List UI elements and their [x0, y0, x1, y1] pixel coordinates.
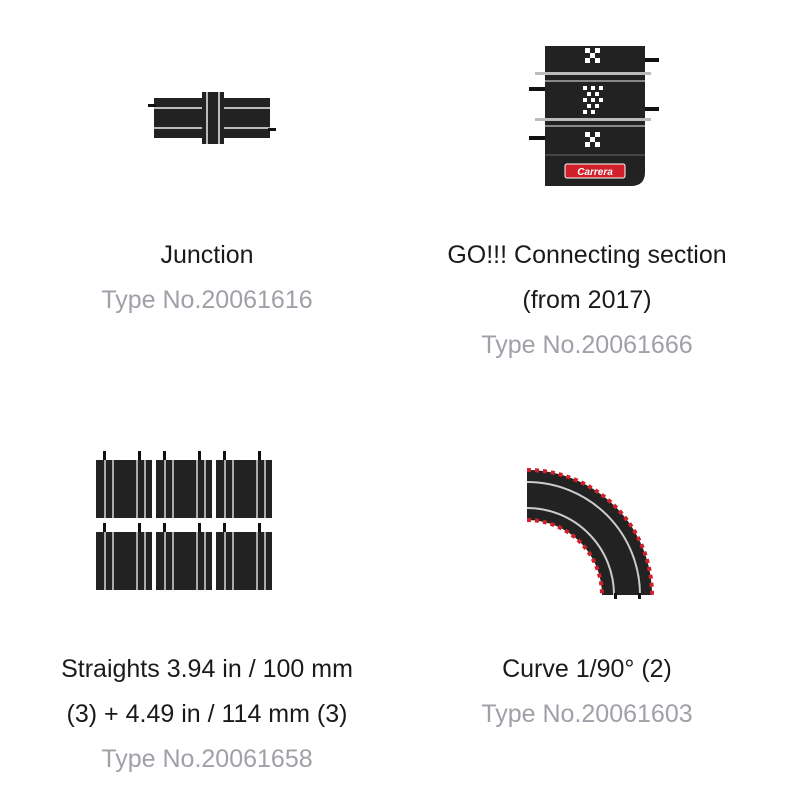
straight-track-piece: [96, 523, 152, 590]
junction-track-image[interactable]: [148, 92, 276, 144]
product-title: Junction: [160, 241, 254, 269]
curve-track-image[interactable]: [522, 465, 660, 600]
product-title: Curve 1/90° (2): [502, 655, 672, 683]
type-number: Type No.20061616: [101, 286, 313, 314]
straight-track-piece: [96, 451, 152, 518]
straight-track-piece: [156, 523, 212, 590]
product-title-line-2: (from 2017): [522, 286, 652, 314]
type-number: Type No.20061666: [481, 331, 693, 359]
straight-track-piece: [216, 451, 272, 518]
product-title: GO!!! Connecting section: [447, 241, 727, 269]
straight-track-piece: [156, 451, 212, 518]
straight-track-piece: [216, 523, 272, 590]
carrera-logo: Carrera: [577, 167, 613, 178]
connecting-section-track-image[interactable]: Carrera: [525, 44, 660, 189]
type-number: Type No.20061658: [101, 745, 313, 773]
product-title: Straights 3.94 in / 100 mm: [61, 655, 353, 683]
product-title-line-2: (3) + 4.49 in / 114 mm (3): [66, 700, 348, 728]
type-number: Type No.20061603: [481, 700, 693, 728]
straights-track-image[interactable]: [94, 450, 274, 602]
